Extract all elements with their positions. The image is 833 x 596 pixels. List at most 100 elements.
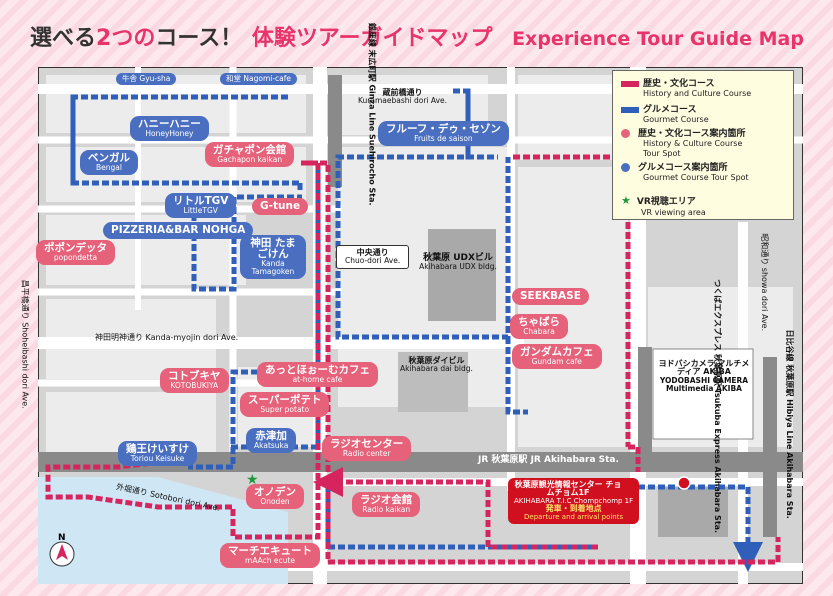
spot-kotobukiya-en: KOTOBUKIYA: [170, 381, 219, 391]
station-suehirocho-jp: 銀座線 末広町駅: [367, 22, 377, 82]
building-udx: 秋葉原 UDXビル Akihabara UDX bldg.: [416, 253, 500, 271]
spot-fruitsdesaison-en: Fruits de saison: [414, 134, 473, 144]
street-shoheibashi: 昌平橋通り Shoheibashi dori Ave.: [20, 279, 30, 409]
legend-history-spot-jp: 歴史・文化コース案内箇所: [638, 129, 746, 139]
legend-item-history: 歴史・文化コース History and Culture Course: [621, 79, 751, 99]
title-en: Experience Tour Guide Map: [512, 28, 804, 50]
tsukuba-station: [638, 347, 652, 467]
spot-popondetta-en: popondetta: [53, 253, 98, 263]
spot-gtune-jp: G-tune: [260, 200, 301, 212]
legend-item-vr: ★VR視聴エリア VR viewing area: [621, 194, 706, 217]
spot-kotobukiya-jp: コトブキヤ: [168, 370, 221, 382]
legend-gourmet-en: Gourmet Course: [643, 115, 709, 125]
spot-akatsuka-en: Akatsuka: [254, 441, 289, 451]
spot-superpotato-en: Super potato: [260, 405, 310, 415]
building-yodobashi: ヨドバシカメラ マルチメディア AKIBA YODOBASHI CAMERA M…: [656, 359, 752, 393]
spot-superpotato-jp: スーパーポテト: [248, 394, 322, 406]
spot-chabara-en: Chabara: [523, 327, 555, 337]
spot-nagomi[interactable]: 和堂 Nagomi-cafe: [220, 73, 298, 85]
station-hibiya-en: Hibiya Line Akihabara Sta.: [784, 399, 794, 519]
spot-gyusha-jp: 牛舎: [122, 74, 137, 83]
gourmet-route-swatch-icon: [621, 106, 639, 113]
street-shoheibashi-jp: 昌平橋通り: [20, 279, 30, 320]
station-tsukuba: つくばエクスプレス 秋葉原駅 Tsukuba Express Akihabara…: [713, 279, 722, 533]
start-point-sub-en: Departure and arrival points: [524, 512, 624, 521]
compass-arrow-icon: [56, 544, 68, 560]
page-title: 選べる2つのコース！ 体験ツアーガイドマップ Experience Tour G…: [30, 20, 804, 52]
start-point-jp: 秋葉原観光情報センター チョムチョム1F: [514, 480, 622, 498]
spot-pizzeria-jp: PIZZERIA&BAR NOHGA: [111, 224, 246, 236]
start-point-label[interactable]: 秋葉原観光情報センター チョムチョム1F AKIHABARA T.I.C Cho…: [508, 478, 640, 524]
legend-gourmet-jp: グルメコース: [643, 105, 697, 115]
spot-fruitsdesaison-jp: フルーフ・デゥ・セゾン: [386, 123, 501, 135]
building-dai-en: Akihabara dai bldg.: [400, 364, 473, 374]
spot-gachapon-en: Gachapon kaikan: [217, 155, 283, 165]
station-hibiya: 日比谷線 秋葉原駅 Hibiya Line Akihabara Sta.: [784, 330, 794, 519]
legend-vr-en: VR viewing area: [641, 207, 706, 217]
spot-radiokaikan-en: Radio kaikan: [362, 505, 411, 515]
spot-tamagoken-jp: 神田 たまごけん: [250, 237, 296, 261]
street-kuramaebashi-jp: 蔵前橋通り: [382, 88, 423, 97]
spot-bengal-jp: ベンガル: [88, 152, 130, 164]
spot-seekbase[interactable]: SEEKBASE: [512, 288, 589, 306]
compass-n-label: N: [58, 533, 66, 543]
history-route-swatch-icon: [621, 80, 639, 87]
spot-bengal-en: Bengal: [96, 163, 122, 173]
spot-gtune[interactable]: G-tune: [252, 198, 309, 216]
street-kanda-jp: 神田明神通り: [95, 333, 143, 342]
station-akihabara-jp: JR 秋葉原駅: [478, 455, 528, 465]
street-chuo: 中央通り Chuo-dori Ave.: [336, 245, 410, 270]
legend-gourmet-spot-jp: グルメコース案内箇所: [638, 163, 728, 173]
station-suehirocho-en: Ginza Line Suehirocho Sta.: [367, 84, 377, 206]
building-udx-jp: 秋葉原 UDXビル: [423, 253, 493, 263]
street-kuramaebashi: 蔵前橋通り Kuramaebashi dori Ave.: [350, 86, 455, 108]
spot-onoden-en: Onoden: [260, 497, 290, 507]
spot-gundam-jp: ガンダムカフェ: [520, 346, 594, 358]
start-point-sub-jp: 発車・到着地点: [545, 504, 602, 514]
street-kanda-myojin: 神田明神通り Kanda-myojin dori Ave.: [95, 333, 238, 342]
street-kuramaebashi-en: Kuramaebashi dori Ave.: [358, 96, 448, 106]
legend-vr-jp: VR視聴エリア: [636, 197, 696, 207]
street-showa-en: showa dori Ave.: [760, 267, 770, 332]
spot-radiocenter-en: Radio center: [342, 449, 391, 459]
spot-seekbase-jp: SEEKBASE: [520, 290, 581, 302]
spot-chabara-jp: ちゃばら: [518, 316, 560, 328]
title-jp: 体験ツアーガイドマップ: [251, 26, 493, 51]
legend-item-gourmet: グルメコース Gourmet Course: [621, 105, 709, 125]
street-showa-jp: 昭和通り: [760, 233, 770, 266]
start-marker-icon: [677, 476, 691, 490]
legend-history-spot-en: History & Culture Course Tour Spot: [643, 139, 743, 158]
street-chuo-jp: 中央通り: [356, 248, 389, 257]
gourmet-spot-dot-icon: [621, 163, 630, 172]
start-point-en: AKIHABARA T.I.C Chompchomp 1F: [514, 496, 634, 505]
spot-pizzeria[interactable]: PIZZERIA&BAR NOHGA: [103, 222, 254, 240]
dai-building: [398, 352, 468, 412]
yodobashi-building: [652, 348, 754, 440]
spot-littletgv-jp: リトルTGV: [173, 195, 229, 207]
spot-torioukeisuke-jp: 鶏王けいすけ: [126, 443, 189, 455]
spot-radiokaikan-jp: ラジオ会館: [360, 494, 413, 506]
spot-popondetta-jp: ポポンデッタ: [44, 242, 107, 254]
street-chuo-en: Chuo-dori Ave.: [345, 256, 401, 266]
header: 選べる2つのコース！ 体験ツアーガイドマップ Experience Tour G…: [0, 0, 833, 68]
spot-athome-jp: あっとほぉーむカフェ: [265, 364, 370, 376]
spot-gyusha[interactable]: 牛舎 Gyu-sha: [116, 73, 177, 85]
